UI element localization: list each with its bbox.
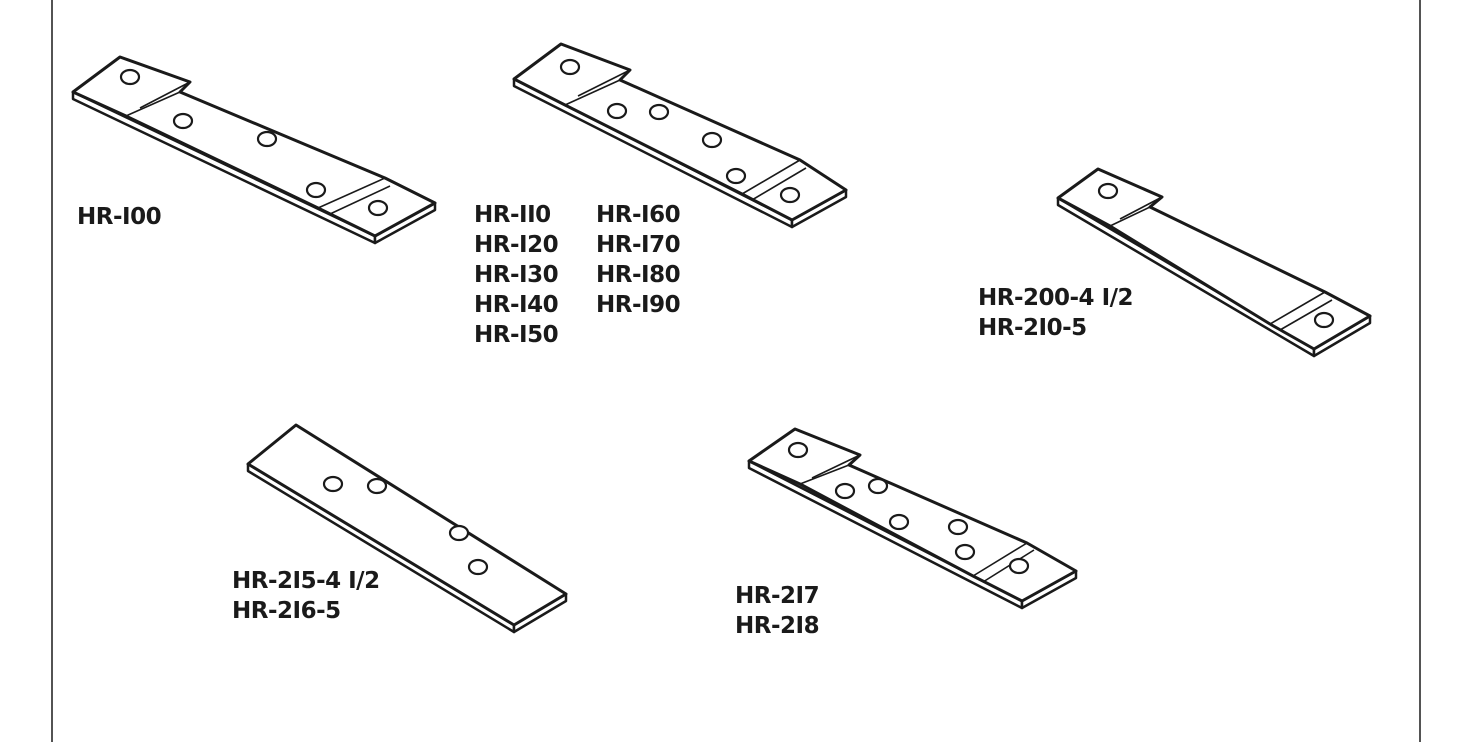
hole xyxy=(366,477,388,495)
hole xyxy=(888,513,910,531)
hole xyxy=(1313,311,1335,329)
hole xyxy=(648,103,670,121)
part-number: HR-2I0-5 xyxy=(978,315,1087,341)
label-hr100: HR-I00 xyxy=(77,202,162,232)
hole xyxy=(256,130,278,148)
hole xyxy=(701,131,723,149)
strap-hr215 xyxy=(246,423,568,634)
label-hr217: HR-2I7 HR-2I8 xyxy=(735,581,820,641)
hole xyxy=(559,58,581,76)
part-number: HR-2I5-4 I/2 xyxy=(232,568,380,594)
part-number: HR-I00 xyxy=(77,204,162,230)
hole xyxy=(1097,182,1119,200)
part-number: HR-I30 xyxy=(474,262,559,288)
hole xyxy=(954,543,976,561)
label-hr215: HR-2I5-4 I/2 HR-2I6-5 xyxy=(232,566,380,626)
hole xyxy=(467,558,489,576)
hole xyxy=(606,102,628,120)
hole xyxy=(1008,557,1030,575)
part-number: HR-200-4 I/2 xyxy=(978,285,1134,311)
part-number: HR-I70 xyxy=(596,232,681,258)
part-number: HR-2I8 xyxy=(735,613,820,639)
hole xyxy=(725,167,747,185)
hole xyxy=(779,186,801,204)
strap-hr110 xyxy=(512,42,848,229)
hole xyxy=(367,199,389,217)
hole xyxy=(172,112,194,130)
hole xyxy=(867,477,889,495)
label-hr110-col2: HR-I60 HR-I70 HR-I80 HR-I90 xyxy=(596,200,681,320)
part-number: HR-2I6-5 xyxy=(232,598,341,624)
hole xyxy=(305,181,327,199)
part-number: HR-I60 xyxy=(596,202,681,228)
part-number: HR-I80 xyxy=(596,262,681,288)
hole xyxy=(787,441,809,459)
part-number: HR-I40 xyxy=(474,292,559,318)
part-number: HR-I50 xyxy=(474,322,559,348)
strap-hr200 xyxy=(1056,167,1372,358)
part-number: HR-I20 xyxy=(474,232,559,258)
label-hr110-col1: HR-II0 HR-I20 HR-I30 HR-I40 HR-I50 xyxy=(474,200,559,350)
part-number: HR-I90 xyxy=(596,292,681,318)
hole xyxy=(947,518,969,536)
label-hr200: HR-200-4 I/2 HR-2I0-5 xyxy=(978,283,1134,343)
hole xyxy=(119,68,141,86)
part-number: HR-II0 xyxy=(474,202,551,228)
strap-hr217 xyxy=(747,427,1078,610)
hole xyxy=(834,482,856,500)
hole xyxy=(322,475,344,493)
strap-hr100 xyxy=(71,55,437,245)
hole xyxy=(448,524,470,542)
part-number: HR-2I7 xyxy=(735,583,820,609)
